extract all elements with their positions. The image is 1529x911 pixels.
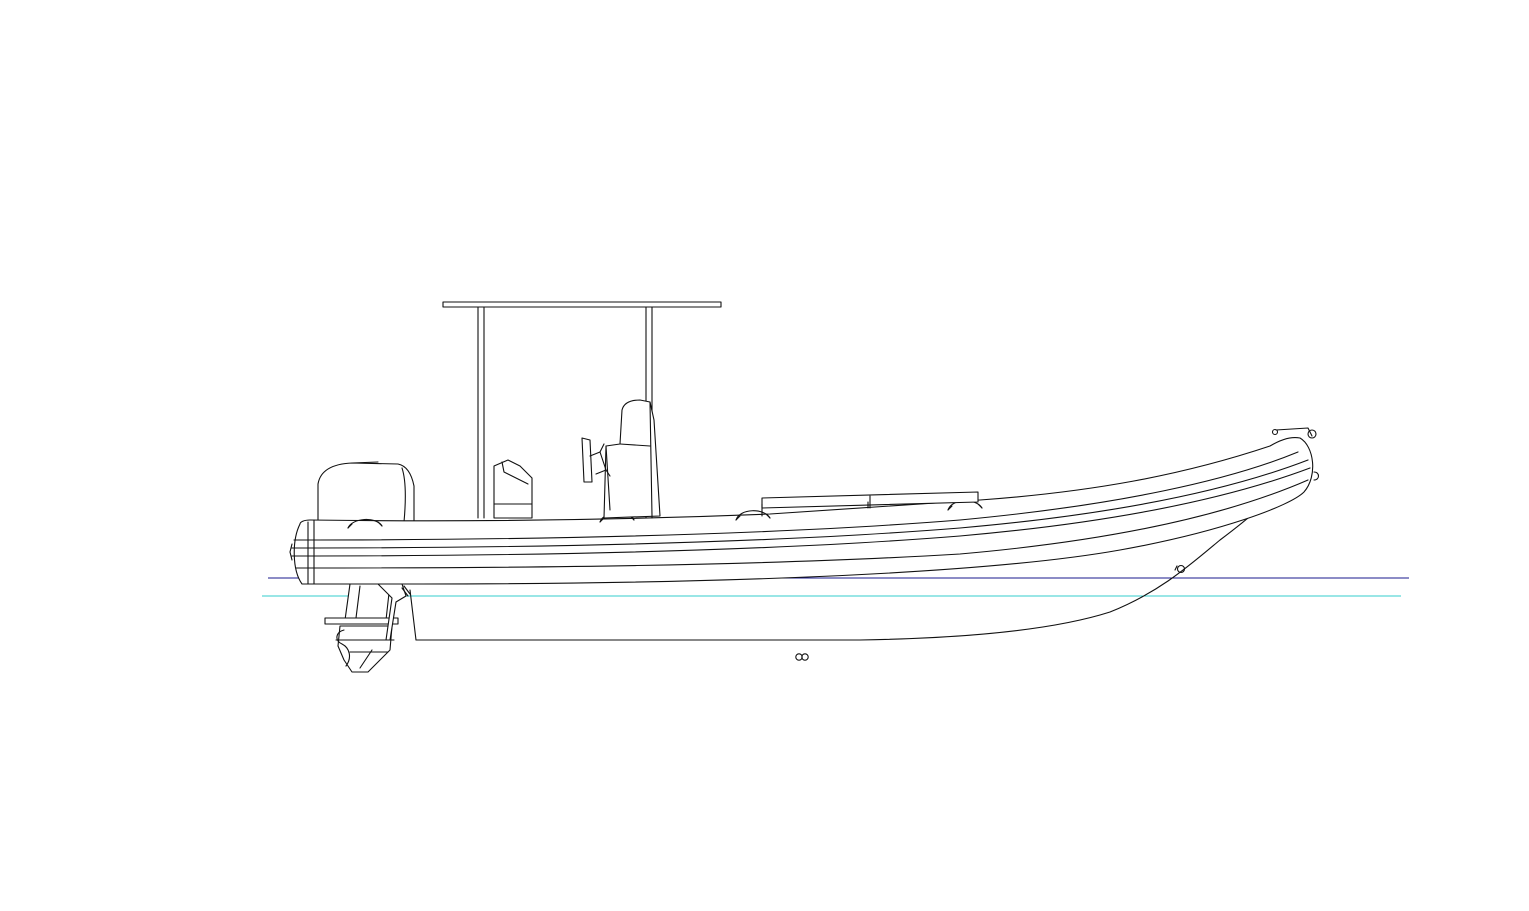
- hull-marker: [795, 653, 809, 661]
- hull: [403, 499, 1269, 641]
- steering-wheel: [581, 437, 611, 483]
- outboard-engine: [317, 461, 415, 673]
- bow-eye: [1174, 564, 1186, 574]
- bow-seat-cushions: [761, 491, 979, 517]
- bow-fitting: [1271, 427, 1320, 481]
- t-top-frame: [442, 301, 722, 519]
- aft-seat: [493, 459, 533, 519]
- inflatable-tube: [289, 436, 1314, 585]
- console-windshield: [603, 399, 661, 519]
- tube-grab-handles: [347, 500, 983, 529]
